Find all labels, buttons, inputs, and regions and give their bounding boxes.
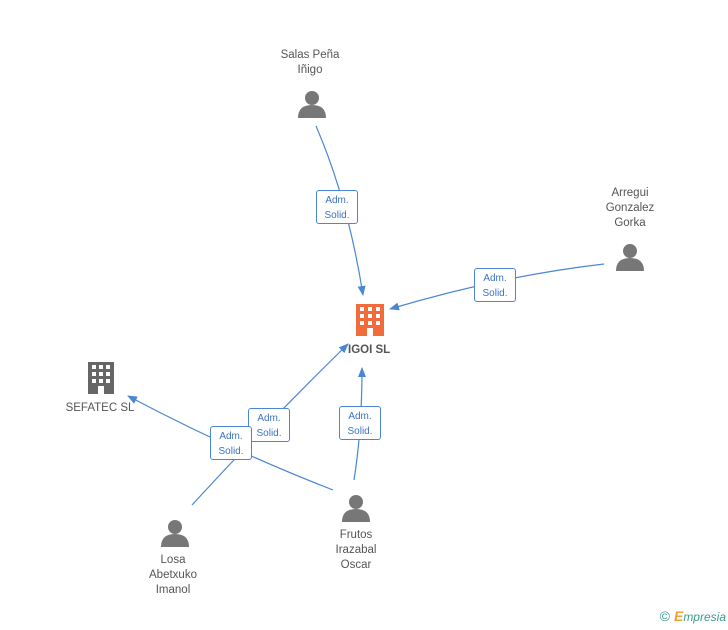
brand-name: mpresia xyxy=(683,610,726,624)
salas-label[interactable]: Salas Peña Iñigo xyxy=(262,48,358,78)
arregui-label[interactable]: Arregui Gonzalez Gorka xyxy=(588,186,672,231)
edge-label-type: Solid. xyxy=(324,210,350,221)
sefatec-building-icon[interactable] xyxy=(88,362,114,394)
sefatec-label[interactable]: SEFATEC SL xyxy=(65,402,135,414)
losa-label-line-3: Imanol xyxy=(155,584,191,596)
edge-label-role: Adm. xyxy=(325,195,349,206)
edge-label-type: Solid. xyxy=(347,426,373,437)
losa-label[interactable]: Losa Abetxuko Imanol xyxy=(131,553,215,598)
frutos-person-icon[interactable] xyxy=(342,495,370,522)
salas-person-icon[interactable] xyxy=(298,91,326,118)
losa-label-line-2: Abetxuko xyxy=(149,569,197,581)
edge-label-frutos-sefatec[interactable]: Adm. Solid. xyxy=(210,426,252,460)
brand-logo-letter: E xyxy=(673,608,684,624)
edge-label-role: Adm. xyxy=(483,273,507,284)
edge-label-salas-igoi[interactable]: Adm. Solid. xyxy=(316,190,358,224)
frutos-label-line-1: Frutos xyxy=(339,529,373,541)
edge-label-type: Solid. xyxy=(218,446,244,457)
edge-label-arregui-igoi[interactable]: Adm. Solid. xyxy=(474,268,516,302)
frutos-label[interactable]: Frutos Irazabal Oscar xyxy=(314,528,398,573)
edge-label-frutos-igoi[interactable]: Adm. Solid. xyxy=(339,406,381,440)
arregui-label-line-3: Gorka xyxy=(614,217,646,229)
copyright-icon: © xyxy=(659,608,670,624)
edge-label-type: Solid. xyxy=(482,288,508,299)
edge-label-role: Adm. xyxy=(257,413,281,424)
losa-label-line-1: Losa xyxy=(160,554,186,566)
igoi-building-icon[interactable] xyxy=(356,304,384,336)
arregui-label-line-1: Arregui xyxy=(611,187,649,199)
edge-label-role: Adm. xyxy=(348,411,372,422)
arregui-person-icon[interactable] xyxy=(616,244,644,271)
brand-footer: ©Empresia xyxy=(660,608,726,624)
edge-label-type: Solid. xyxy=(256,428,282,439)
losa-person-icon[interactable] xyxy=(161,520,189,547)
frutos-label-line-2: Irazabal xyxy=(335,544,377,556)
salas-label-line-2: Iñigo xyxy=(297,64,323,76)
arregui-label-line-2: Gonzalez xyxy=(605,202,655,214)
edge-label-role: Adm. xyxy=(219,431,243,442)
salas-label-line-1: Salas Peña xyxy=(280,49,340,61)
frutos-label-line-3: Oscar xyxy=(340,559,372,571)
edge-label-losa-igoi[interactable]: Adm. Solid. xyxy=(248,408,290,442)
igoi-label[interactable]: IGOI SL xyxy=(348,344,391,356)
